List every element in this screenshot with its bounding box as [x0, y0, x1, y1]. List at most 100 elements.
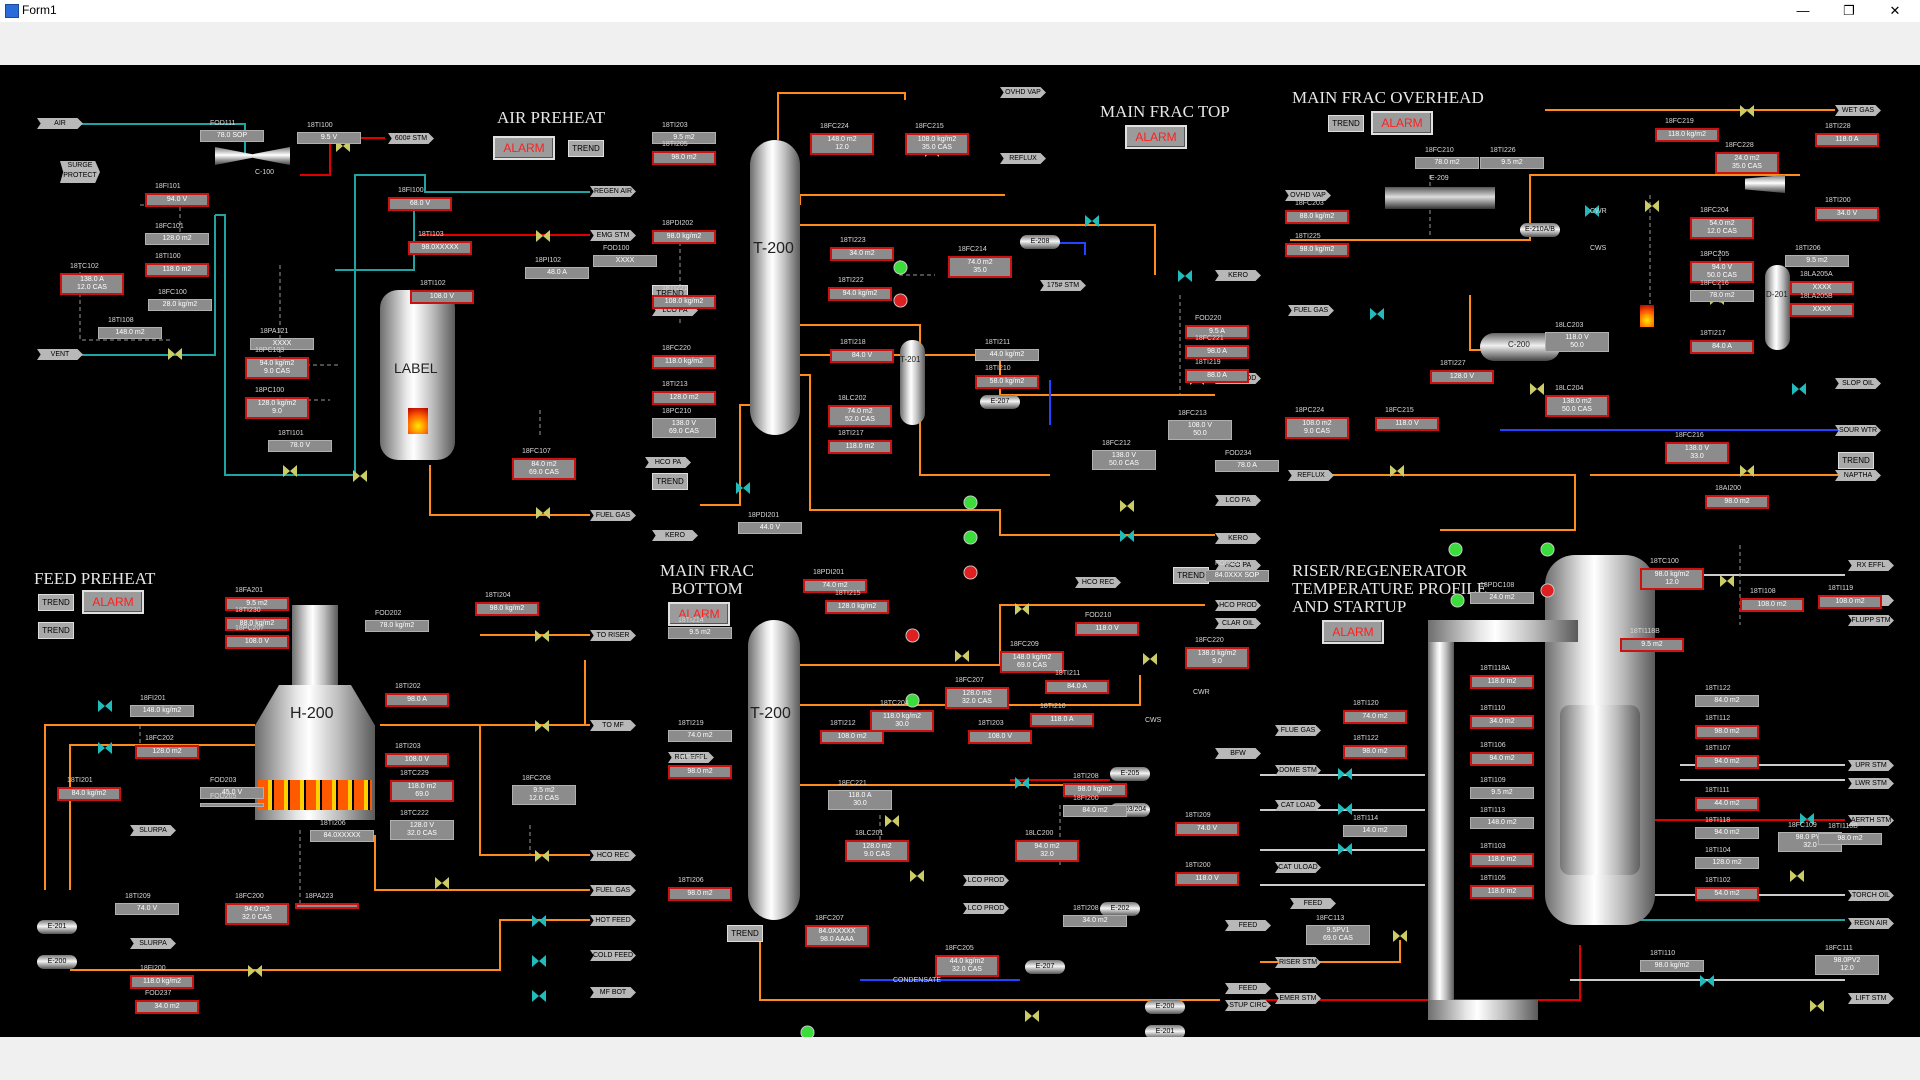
- fv109-valve-icon[interactable]: [1790, 870, 1804, 882]
- tag-value-box[interactable]: XXXX: [1790, 303, 1854, 317]
- tag-value-box[interactable]: 84.0XXX SOP: [1205, 570, 1269, 582]
- tag-value-box[interactable]: 98.0XXXXX: [408, 241, 472, 255]
- main-frac-top-alarm-button[interactable]: ALARM: [1125, 125, 1187, 149]
- tag-value-box[interactable]: 108.0 V: [225, 635, 289, 649]
- tag-value-box[interactable]: 108.0 m2: [1740, 598, 1804, 612]
- fv111-valve-icon[interactable]: [1810, 1000, 1824, 1012]
- cold-feed-valve-icon[interactable]: [532, 955, 546, 967]
- fv102-valve-icon[interactable]: [168, 348, 182, 360]
- lv203-valve-icon[interactable]: [1740, 465, 1754, 477]
- tag-value-box[interactable]: 9.5 V: [297, 132, 361, 144]
- tag-value-box[interactable]: 108.0 m2: [1818, 595, 1882, 609]
- tag-value-box[interactable]: 98.0 A: [1185, 345, 1249, 359]
- close-button[interactable]: ✕: [1889, 3, 1901, 18]
- tag-value-box[interactable]: 118.0 m2: [1470, 885, 1534, 899]
- fov224-valve-icon[interactable]: [736, 482, 750, 494]
- air-preheat-alarm-button[interactable]: ALARM: [493, 136, 555, 160]
- tag-value-box[interactable]: 98.0 kg/m2: [475, 602, 539, 616]
- tag-value-box[interactable]: 34.0 m2: [135, 1000, 199, 1014]
- tag-value-box[interactable]: 88.0 A: [1185, 369, 1249, 383]
- tv222-valve-icon[interactable]: [435, 877, 449, 889]
- fv205-valve-icon[interactable]: [1025, 1010, 1039, 1022]
- tag-value-box[interactable]: 118.0 V: [1075, 622, 1139, 636]
- tag-value-box[interactable]: 28.0 kg/m2: [148, 299, 212, 311]
- tag-value-box[interactable]: 9.5 A: [1185, 325, 1249, 339]
- tag-value-box[interactable]: [200, 803, 264, 807]
- tag-value-box[interactable]: 88.0 kg/m2: [1285, 210, 1349, 224]
- tag-value-box[interactable]: 78.0 kg/m2: [365, 620, 429, 632]
- tag-value-box[interactable]: 94.0 V: [145, 193, 209, 207]
- tag-value-box[interactable]: 118.0 A: [1815, 133, 1879, 147]
- tag-value-box[interactable]: 94.0 m2: [1695, 827, 1759, 839]
- tag-value-box[interactable]: 74.0 m2: [803, 579, 867, 593]
- overhead-trend-button-2[interactable]: TREND: [1838, 452, 1874, 469]
- tag-value-box[interactable]: 128.0 m2: [652, 391, 716, 405]
- fv210-valve-icon[interactable]: [248, 965, 262, 977]
- tag-value-box[interactable]: 98.0 kg/m2: [1640, 960, 1704, 972]
- tag-value-box[interactable]: 118.0 kg/m2: [130, 975, 194, 989]
- tag-value-box[interactable]: 44.0 kg/m2: [975, 349, 1039, 361]
- feed-preheat-trend-button-2[interactable]: TREND: [38, 622, 74, 639]
- tag-value-box[interactable]: 128.0 m2: [145, 233, 209, 245]
- tag-value-box[interactable]: 34.0 V: [1815, 207, 1879, 221]
- tag-value-box[interactable]: 34.0 m2: [830, 247, 894, 261]
- tag-value-box[interactable]: 128.0 m2: [135, 745, 199, 759]
- p206-pump-icon[interactable]: [963, 530, 978, 545]
- hv102-valve-icon[interactable]: [536, 230, 550, 242]
- label-valve-icon[interactable]: [1015, 777, 1029, 789]
- tag-value-box[interactable]: 74.0 V: [115, 903, 179, 915]
- p209-pump-icon[interactable]: [1448, 542, 1463, 557]
- tag-value-box[interactable]: 34.0 m2: [1063, 915, 1127, 927]
- tag-value-box[interactable]: 68.0 V: [388, 197, 452, 211]
- fv207-valve-icon[interactable]: [955, 650, 969, 662]
- tag-value-box[interactable]: 88.0 kg/m2: [225, 617, 289, 631]
- p204-pump-icon[interactable]: [963, 565, 978, 580]
- fov238-valve-icon[interactable]: [1585, 205, 1599, 217]
- tag-value-box[interactable]: 78.0 A: [1215, 460, 1279, 472]
- main-frac-top-trend-button-2[interactable]: TREND: [652, 473, 688, 490]
- tag-value-box[interactable]: 94.0 m2: [1470, 752, 1534, 766]
- tag-value-box[interactable]: XXXX: [250, 338, 314, 350]
- air-preheat-trend-button[interactable]: TREND: [568, 140, 604, 157]
- tag-value-box[interactable]: 78.0 V: [268, 440, 332, 452]
- fov239-valve-icon[interactable]: [98, 742, 112, 754]
- tag-value-box[interactable]: 128.0 V: [1430, 370, 1494, 384]
- tag-value-box[interactable]: 118.0 A: [1030, 713, 1094, 727]
- tv101-valve-icon[interactable]: [1720, 575, 1734, 587]
- tag-value-box[interactable]: 108.0 V: [968, 730, 1032, 744]
- fov108-valve-icon[interactable]: [1800, 813, 1814, 825]
- tag-value-box[interactable]: 98.0 m2: [652, 151, 716, 165]
- tag-value-box[interactable]: 9.5 m2: [1480, 157, 1544, 169]
- tag-value-box[interactable]: 84.0 m2: [1695, 695, 1759, 707]
- fv200-valve-icon[interactable]: [535, 720, 549, 732]
- tag-value-box[interactable]: 98.0 m2: [1818, 833, 1882, 845]
- tag-value-box[interactable]: 118.0 m2: [1470, 853, 1534, 867]
- main-frac-bottom-alarm-button[interactable]: ALARM: [668, 602, 730, 626]
- tag-value-box[interactable]: 84.0XXXXX: [310, 830, 374, 842]
- tag-value-box[interactable]: 9.5 m2: [652, 132, 716, 144]
- tag-value-box[interactable]: 98.0 kg/m2: [1285, 243, 1349, 257]
- tag-value-box[interactable]: 9.5 m2: [1620, 638, 1684, 652]
- fv107-valve-icon[interactable]: [536, 507, 550, 519]
- fov240-valve-icon[interactable]: [1792, 383, 1806, 395]
- tag-value-box[interactable]: 84.0 V: [830, 349, 894, 363]
- tag-value-box[interactable]: 94.0 m2: [1695, 755, 1759, 769]
- p203-pump-icon[interactable]: [905, 693, 920, 708]
- lv204-valve-icon[interactable]: [1530, 383, 1544, 395]
- tag-value-box[interactable]: XXXX: [593, 255, 657, 267]
